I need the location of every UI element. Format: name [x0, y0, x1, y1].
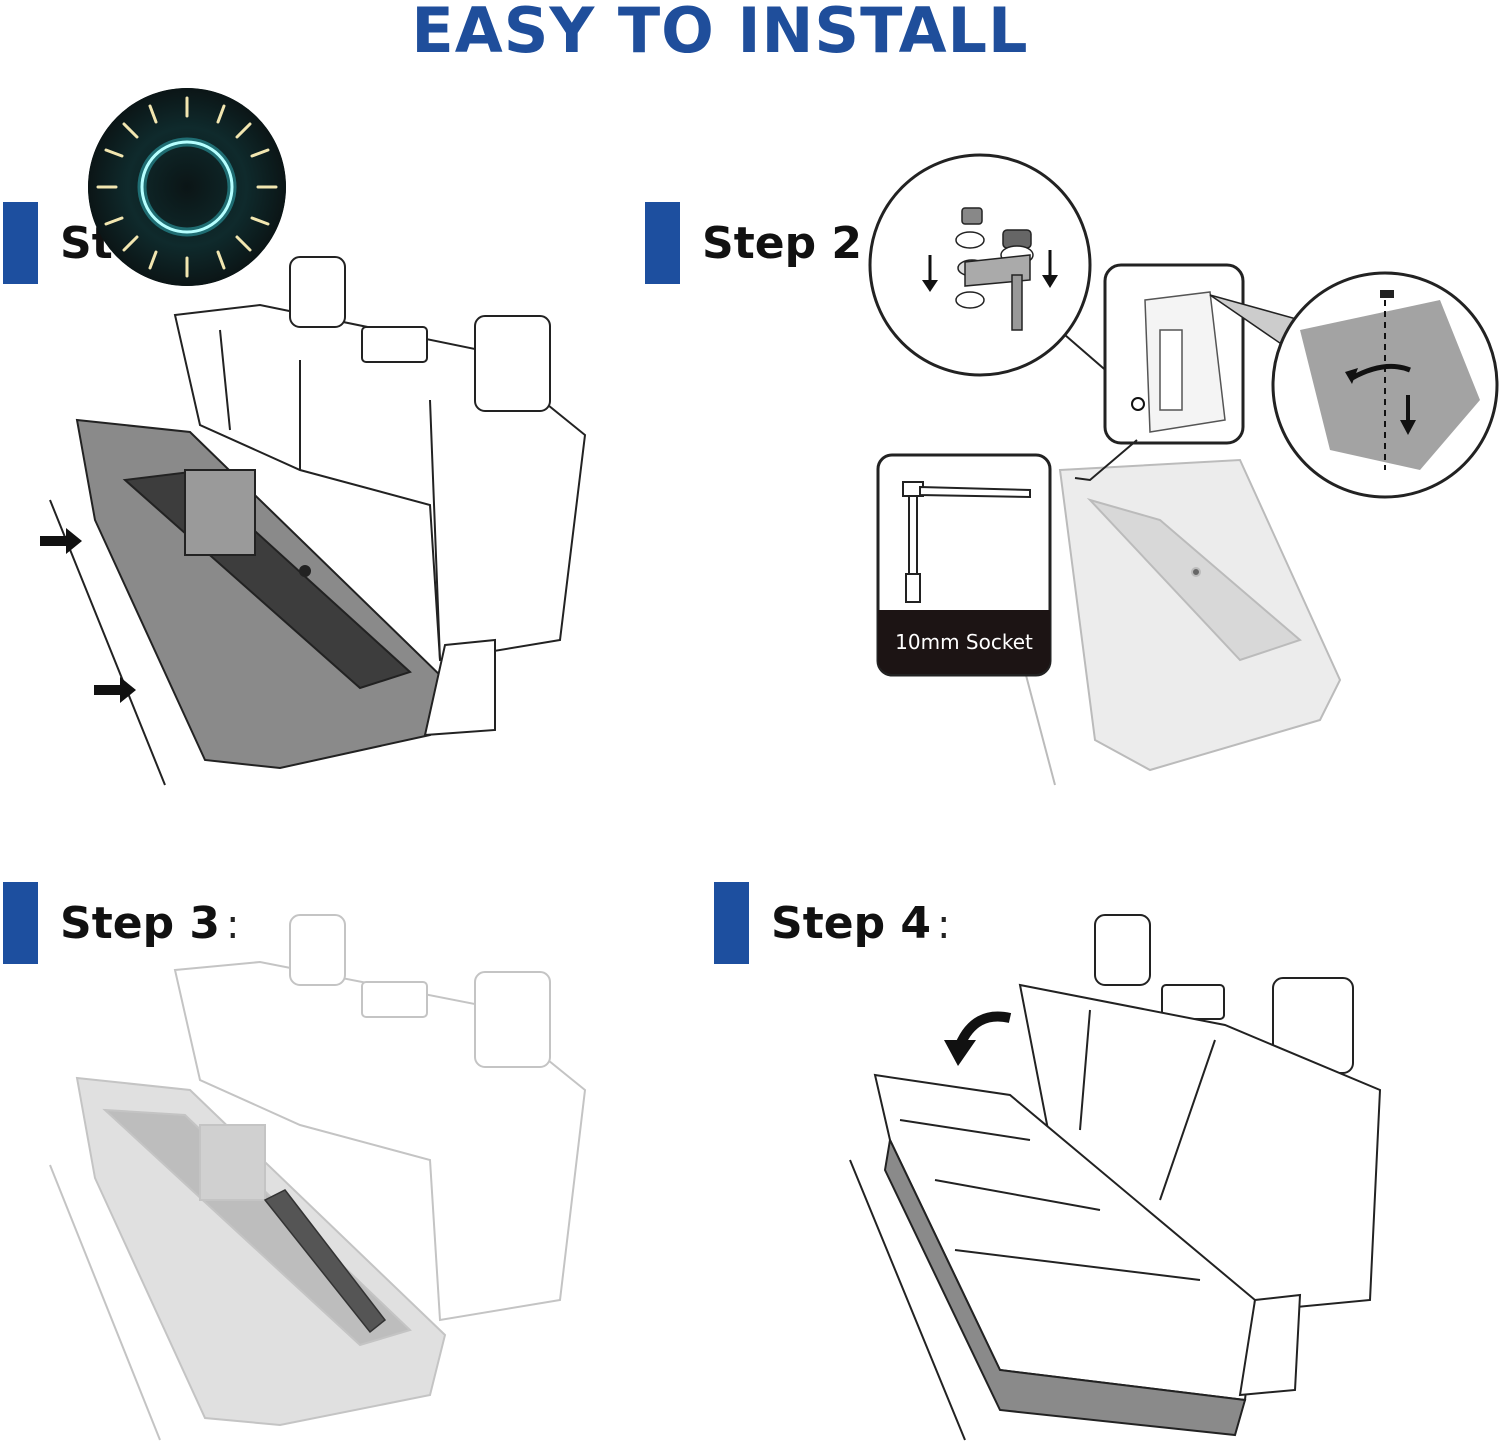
step-3-illustration	[50, 915, 585, 1440]
arrow-icon	[40, 528, 82, 554]
step-4-illustration	[850, 915, 1380, 1440]
rotate-arrow-icon	[944, 1017, 1010, 1066]
tool-caption: 10mm Socket	[878, 610, 1050, 674]
mount-detail-callout	[1210, 273, 1497, 497]
glow-ring-icon	[88, 88, 286, 286]
bolt-detail-callout	[870, 155, 1140, 400]
step-1-illustration	[50, 257, 585, 785]
glow-ring-badge-icon	[88, 88, 286, 286]
